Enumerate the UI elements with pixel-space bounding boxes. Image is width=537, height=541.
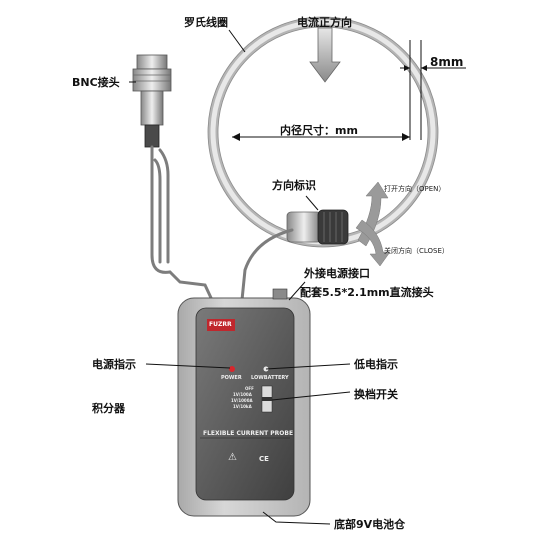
width-dimension	[400, 40, 466, 140]
device-power-label: POWER	[221, 375, 242, 381]
label-close-direction: 关闭方向（CLOSE）	[384, 247, 449, 255]
bnc-connector	[132, 54, 172, 148]
label-integrator: 积分器	[92, 402, 125, 415]
label-range-switch: 换档开关	[354, 388, 398, 401]
ce-mark: CE	[259, 455, 269, 463]
inner-diameter-dimension	[232, 133, 410, 141]
label-power-indicator: 电源指示	[92, 358, 136, 371]
label-external-power: 外接电源接口	[304, 267, 370, 280]
switch-position-3: 1V/10kA	[233, 404, 252, 409]
label-direction-mark: 方向标识	[272, 179, 316, 192]
device-product-name: FLEXIBLE CURRENT PROBE	[203, 430, 294, 437]
open-close-arrows	[355, 181, 391, 267]
label-rogowski-coil: 罗氏线圈	[184, 16, 228, 29]
label-current-direction: 电流正方向	[297, 16, 352, 29]
switch-position-off: OFF	[245, 386, 254, 391]
integrator-body	[177, 288, 311, 517]
device-lowbattery-label: LOWBATTERY	[251, 375, 289, 381]
warning-icon: ⚠	[228, 452, 237, 463]
leader-lines	[129, 29, 351, 525]
label-low-battery-indicator: 低电指示	[354, 358, 398, 371]
current-direction-arrow	[309, 27, 341, 83]
label-battery-compartment: 底部9V电池仓	[334, 518, 406, 531]
cables	[150, 145, 294, 302]
switch-position-1: 1V/100A	[233, 392, 252, 397]
label-open-direction: 打开方向（OPEN）	[384, 185, 446, 193]
coil-clasp	[286, 209, 349, 245]
label-bnc-connector: BNC接头	[72, 76, 120, 89]
switch-position-2: 1V/1000A	[231, 398, 253, 403]
label-dc-plug: 配套5.5*2.1mm直流接头	[300, 286, 434, 299]
label-width-dim: 8mm	[430, 55, 464, 69]
device-brand: FUZRR	[209, 321, 232, 328]
label-inner-diameter: 内径尺寸：mm	[280, 124, 358, 137]
